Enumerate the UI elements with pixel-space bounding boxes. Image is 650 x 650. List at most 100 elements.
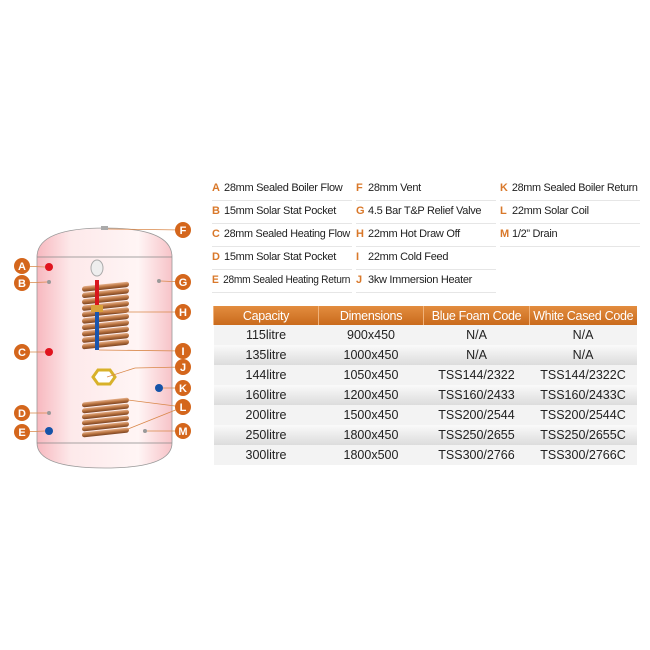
table-cell: 1200x450 [318, 385, 424, 405]
legend-text: 28mm Sealed Heating Return [223, 274, 351, 286]
coil-turn [82, 326, 129, 337]
legend-letter: H [356, 228, 364, 240]
legend-text: 15mm Solar Stat Pocket [224, 205, 337, 217]
coil-turn [82, 294, 129, 305]
coil-turn [82, 397, 129, 408]
column-header: White Cased Code [529, 306, 637, 325]
legend-text: 1/2” Drain [512, 228, 558, 240]
coil-turn [82, 409, 129, 420]
leader-lines [21, 228, 184, 433]
label-f: F [175, 222, 191, 238]
legend-letter: G [356, 205, 365, 217]
label-k: K [175, 380, 191, 396]
label-letter: E [18, 427, 25, 439]
coil-turn [82, 427, 129, 438]
legend-letter: M [500, 228, 509, 240]
label-a: A [14, 258, 30, 274]
table-cell: TSS250/2655 [423, 425, 530, 445]
table-cell: 115litre [213, 325, 319, 345]
label-m: M [175, 423, 191, 439]
coil-turn [82, 415, 129, 426]
legend-text: 22mm Solar Coil [512, 205, 589, 217]
legend-letter: I [356, 251, 359, 263]
label-j: J [175, 359, 191, 375]
table-cell: 1000x450 [318, 345, 424, 365]
coil-turn [82, 339, 129, 350]
legend-entry: F 28mm Vent [356, 178, 421, 198]
table-cell: N/A [529, 325, 637, 345]
legend-letter: K [500, 182, 508, 194]
label-letter: B [18, 278, 26, 290]
table-cell: 1800x450 [318, 425, 424, 445]
lower-coil [82, 397, 129, 438]
table-cell: TSS160/2433C [529, 385, 637, 405]
table-cell: TSS144/2322 [423, 365, 530, 385]
legend-letter: C [212, 228, 220, 240]
table-cell: N/A [423, 325, 530, 345]
label-letter: L [180, 402, 187, 414]
legend-item-i: I 22mm Cold Feed [356, 247, 496, 270]
legend-letter: B [212, 205, 220, 217]
legend-item-f: F 28mm Vent [356, 178, 496, 201]
table-cell: 1500x450 [318, 405, 424, 425]
label-c: C [14, 344, 30, 360]
legend-entry: E 28mm Sealed Heating Return [212, 270, 350, 290]
label-h: H [175, 304, 191, 320]
legend-text: 22mm Cold Feed [368, 251, 449, 263]
coil-turn [82, 313, 129, 324]
label-l: L [175, 399, 191, 415]
label-letter: D [18, 408, 26, 420]
table-cell: TSS300/2766C [529, 445, 637, 465]
coil-turn [82, 403, 129, 414]
label-letter: A [18, 261, 26, 273]
label-e: E [14, 424, 30, 440]
label-letter: H [179, 307, 187, 319]
legend-text: 4.5 Bar T&P Relief Valve [368, 205, 482, 217]
legend-letter: J [356, 274, 362, 286]
coil-turn [82, 421, 129, 432]
table-cell: 1800x500 [318, 445, 424, 465]
immersion-heater [91, 368, 117, 386]
label-d: D [14, 405, 30, 421]
table-cell: 200litre [213, 405, 319, 425]
legend-text: 28mm Vent [368, 182, 421, 194]
legend-text: 28mm Sealed Boiler Return [511, 182, 638, 194]
label-letter: G [179, 277, 188, 289]
legend-entry: I 22mm Cold Feed [356, 247, 448, 267]
coil-turn [82, 320, 129, 331]
label-g: G [175, 274, 191, 290]
legend-letter: E [212, 274, 219, 286]
upper-coil [82, 259, 129, 350]
label-letter: C [18, 347, 26, 359]
legend-letter: F [356, 182, 363, 194]
column-header: Dimensions [318, 306, 424, 325]
legend-item-e: E 28mm Sealed Heating Return [212, 270, 352, 293]
table-cell: N/A [529, 345, 637, 365]
coil-turn [82, 281, 129, 292]
table-cell: TSS160/2433 [423, 385, 530, 405]
table-cell: 250litre [213, 425, 319, 445]
legend-text: 28mm Sealed Boiler Flow [224, 182, 343, 194]
label-letter: F [180, 225, 187, 237]
column-header: Blue Foam Code [423, 306, 530, 325]
column-header: Capacity [213, 306, 319, 325]
